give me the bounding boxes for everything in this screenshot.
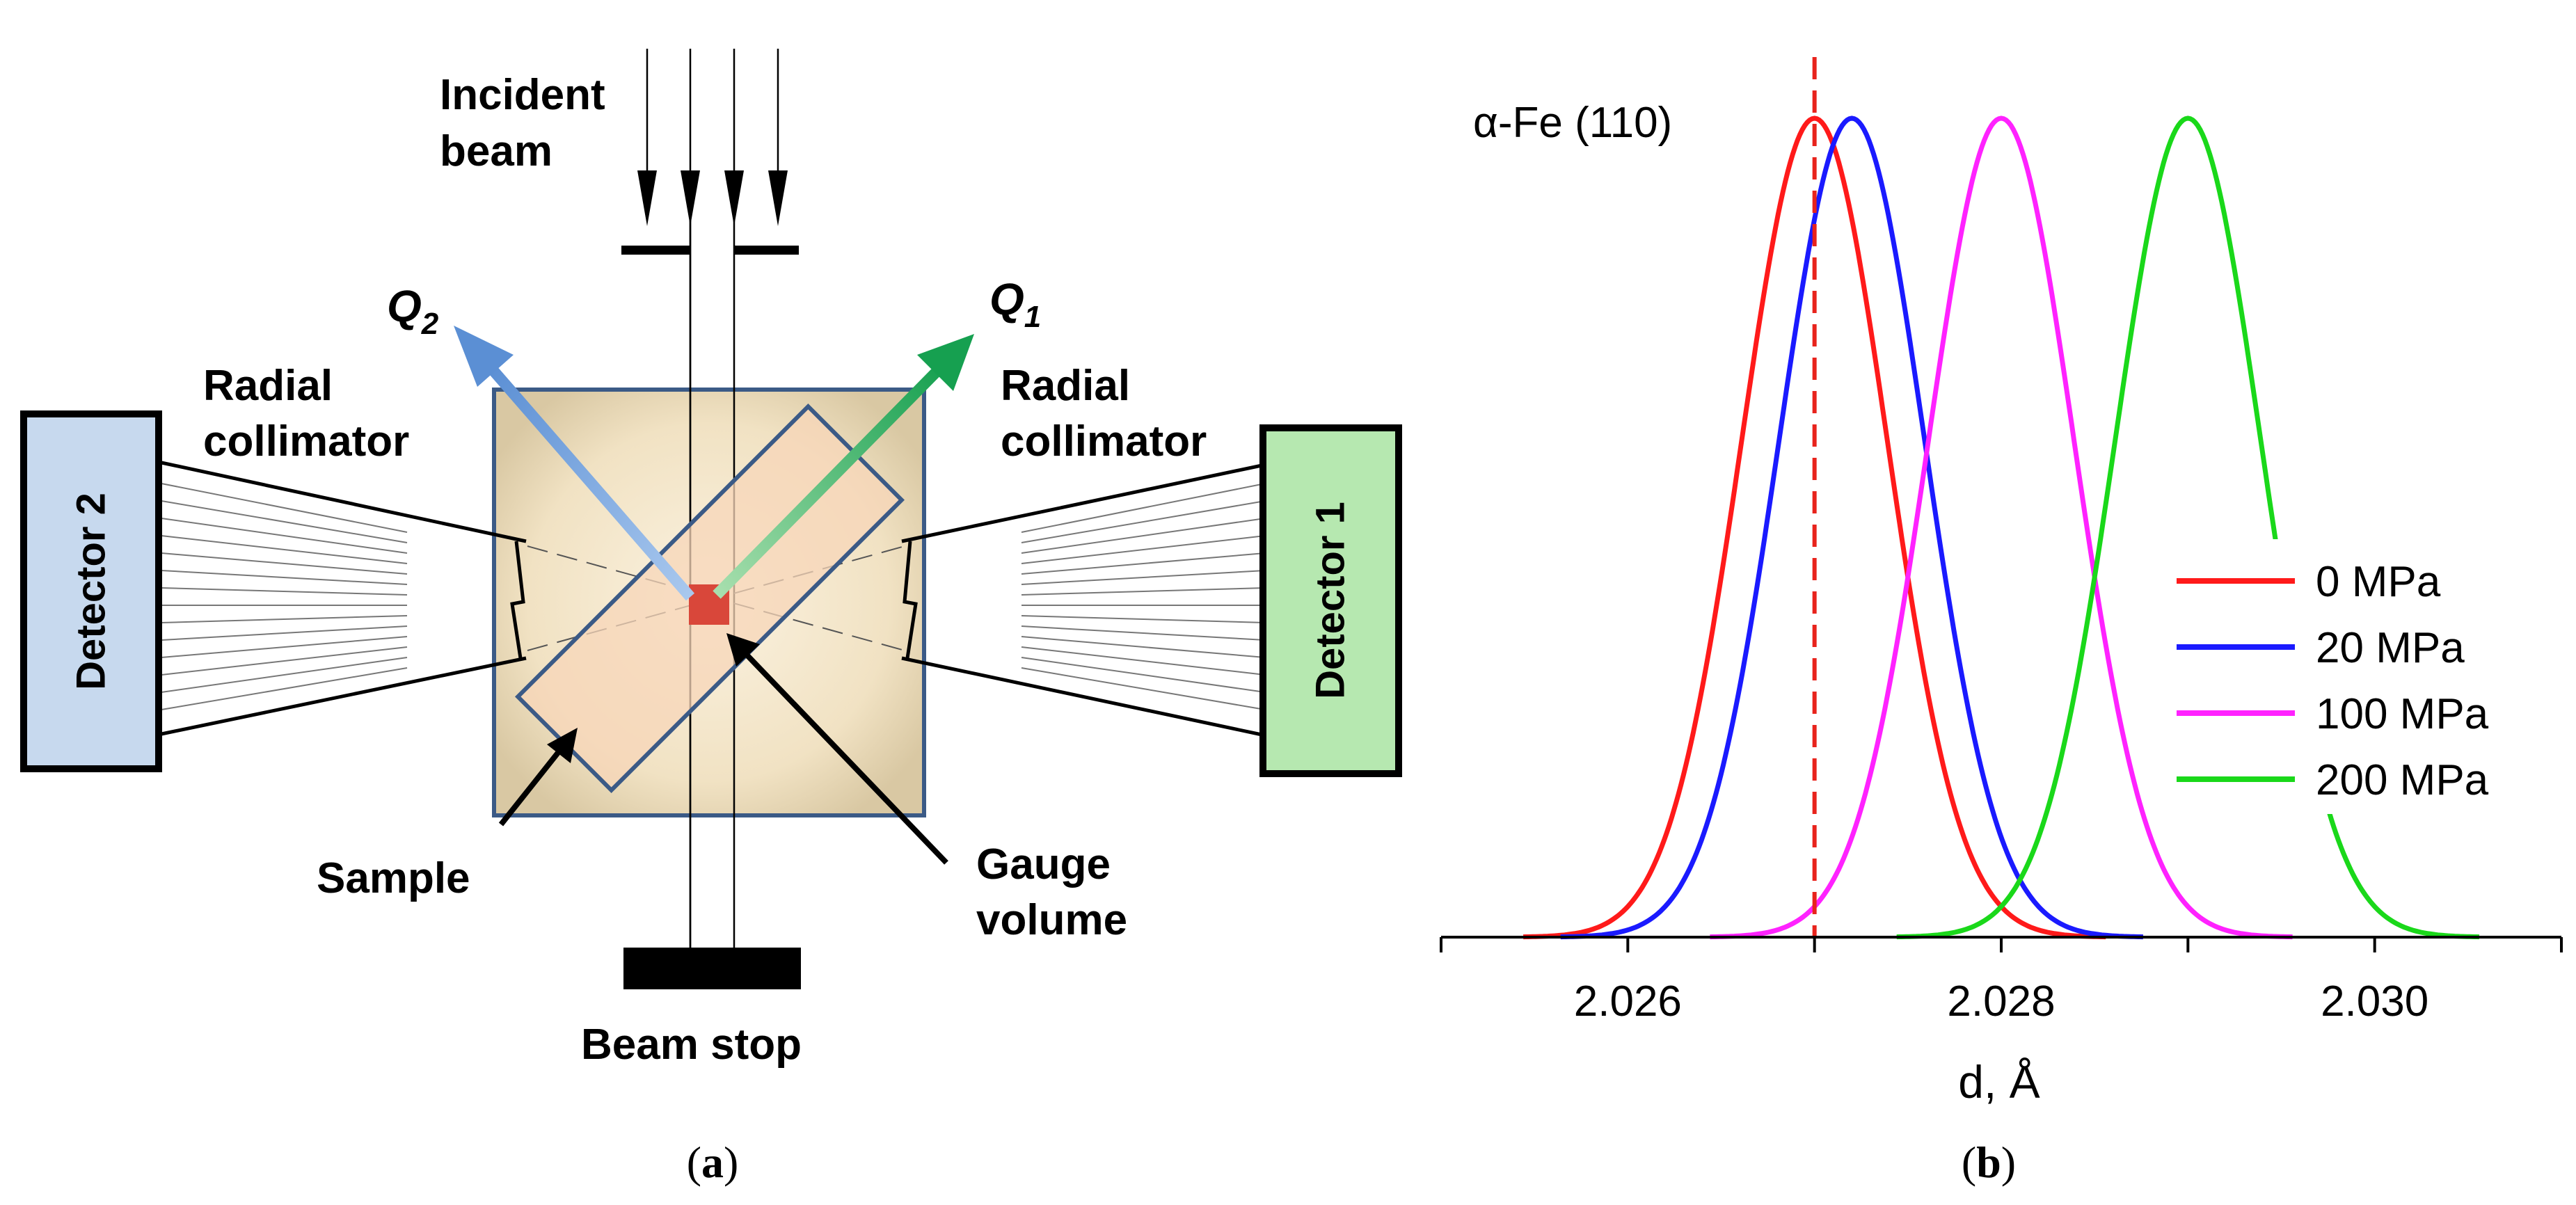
legend: 0 MPa 20 MPa 100 MPa 200 MPa [2164,539,2543,814]
sample-label: Sample [317,854,470,902]
q1-label-base: Q [989,274,1024,324]
x-axis-label: d, Å [1958,1056,2040,1108]
radial-collimator-left-line1: Radial [203,362,333,410]
x-tick-label: 2.026 [1574,977,1682,1026]
series-line-0-mpa [1523,115,2106,940]
radial-collimator-right-line1: Radial [1001,362,1130,410]
right-radial-collimator [901,463,1266,737]
q2-label-base: Q [387,281,422,331]
radial-collimator-left-line2: collimator [203,417,409,465]
panel-a-caption: (a) [687,1138,739,1187]
beam-stop-label: Beam stop [581,1021,802,1069]
radial-collimator-right-line2: collimator [1001,417,1207,465]
x-axis-ticks: 2.026 2.028 2.030 [1440,937,2563,1026]
series-line-200-mpa [1896,115,2479,940]
incident-beam-label-line1: Incident [440,71,605,119]
panel-a-diagram: Detector 2 Detector 1 Incident beam Q2 Q… [20,49,1402,1187]
legend-label: 20 MPa [2316,624,2465,672]
gauge-volume-pointer-arrow [726,633,948,865]
left-radial-collimator [161,461,527,736]
detector-2-label: Detector 2 [69,493,114,690]
q2-label: Q2 [387,281,439,341]
legend-label: 100 MPa [2316,690,2489,738]
beam-slit [621,246,799,255]
beam-arrowheads [637,170,788,226]
q1-label: Q1 [989,274,1041,334]
panel-a-caption-letter: a [701,1138,724,1187]
x-tick-label: 2.030 [2321,977,2428,1026]
q2-arrow [454,326,695,601]
panel-b-chart: 2.026 2.028 2.030 α-Fe (110) d, Å 0 MPa 20 … [1440,57,2563,1187]
q1-label-sub: 1 [1024,300,1041,334]
series-line-100-mpa [1710,115,2293,940]
x-tick-label: 2.028 [1947,977,2055,1026]
legend-background [2164,539,2543,814]
incident-beam-label-line2: beam [440,127,552,175]
series-line-20-mpa [1560,115,2143,940]
sample-pointer-arrow [498,728,578,827]
gauge-volume-label-line1: Gauge [976,840,1111,888]
gauge-volume-label-line2: volume [976,896,1127,944]
series-annotation: α-Fe (110) [1473,99,1672,147]
detector-1-label: Detector 1 [1308,502,1353,699]
beam-stop [623,948,801,989]
legend-label: 0 MPa [2316,558,2441,606]
legend-label: 200 MPa [2316,756,2489,804]
panel-b-caption: (b) [1962,1138,2016,1187]
q2-label-sub: 2 [421,307,439,341]
chart-curves [1523,115,2479,940]
panel-b-caption-letter: b [1976,1138,2001,1187]
q1-arrow [713,334,974,599]
detector-2 [20,410,162,772]
detector-1 [1259,424,1402,777]
